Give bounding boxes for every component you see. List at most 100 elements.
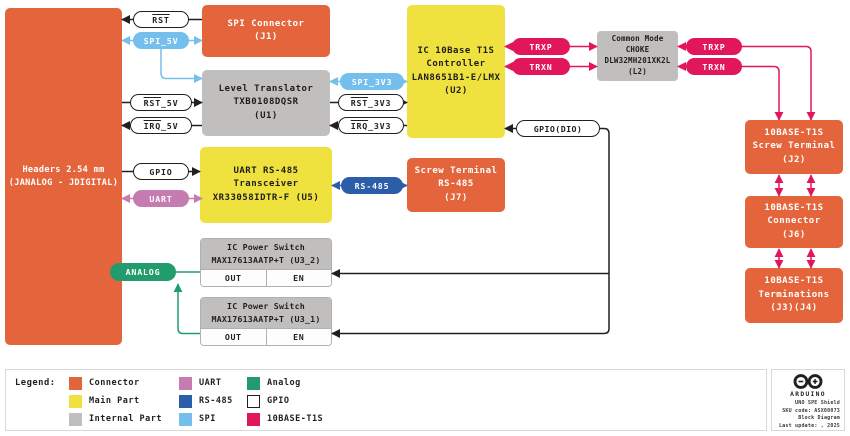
line-trxp-right xyxy=(677,42,816,121)
block-line: Transceiver xyxy=(233,179,299,190)
pill-label: _3V3 xyxy=(368,97,392,108)
block-line: UART RS-485 xyxy=(233,165,299,176)
block-line: 10BASE-T1S xyxy=(764,202,824,213)
block-t1s-terminations-j3-j4: 10BASE-T1S Terminations (J3)(J4) xyxy=(745,268,843,323)
pill-label: TRXN xyxy=(529,61,553,72)
pill-label: _3V3 xyxy=(368,120,392,131)
block-line: LAN8651B1-E/LMX xyxy=(411,72,501,83)
pill-label: ANALOG xyxy=(125,267,161,277)
pill-label: SPI_5V xyxy=(143,35,179,46)
pill-irq-3v3: IRQ_3V3 xyxy=(338,117,404,134)
pill-label: IRQ xyxy=(350,120,369,131)
legend-item-label: UART xyxy=(199,378,222,388)
infobox-line: Block Diagram xyxy=(798,415,840,421)
pin-out: OUT xyxy=(201,327,266,345)
block-line: Common Mode xyxy=(611,34,664,44)
block-line: (J3)(J4) xyxy=(770,303,818,314)
block-line: CHOKE xyxy=(625,45,650,55)
legend-swatch xyxy=(247,394,260,408)
block-line: MAX17613AATP+T (U3_1) xyxy=(211,313,321,324)
pill-spi-5v: SPI_5V xyxy=(133,32,189,49)
legend-item: 10BASE-T1S xyxy=(247,412,323,426)
pill-label: GPIO xyxy=(149,166,173,177)
pill-label: TRXP xyxy=(529,41,553,52)
pill-trxn-left: TRXN xyxy=(512,58,570,75)
arduino-infobox: ARDUINO UNO SPE Shield SKU code: ASX0007… xyxy=(771,369,845,431)
block-line: (J1) xyxy=(254,32,278,42)
block-t1s-screw-terminal-j2: 10BASE-T1S Screw Terminal (J2) xyxy=(745,120,843,174)
infobox-line: UNO SPE Shield xyxy=(795,400,840,406)
pill-label: IRQ xyxy=(143,120,161,131)
legend-swatch xyxy=(247,412,260,426)
pill-rs485: RS-485 xyxy=(341,177,403,194)
pill-label: _5V xyxy=(161,120,179,131)
pill-label: SPI_3V3 xyxy=(351,76,393,87)
block-t1s-controller-u2: IC 10Base T1S Controller LAN8651B1-E/LMX… xyxy=(407,5,505,138)
pill-rst: RST xyxy=(133,11,189,28)
block-line: (L2) xyxy=(628,66,647,76)
legend-item-label: RS-485 xyxy=(199,396,233,406)
block-line: Controller xyxy=(426,59,486,69)
pill-uart: UART xyxy=(133,190,189,207)
block-power-switch-u3-1: IC Power Switch MAX17613AATP+T (U3_1) OU… xyxy=(200,297,332,346)
line-trxn-right xyxy=(677,62,784,121)
legend-item-label: SPI xyxy=(199,414,216,424)
legend-item: UART xyxy=(179,376,247,390)
power-switch-header: IC Power Switch MAX17613AATP+T (U3_1) xyxy=(201,298,331,328)
legend-item-label: Connector xyxy=(89,378,140,388)
pill-trxn-right: TRXN xyxy=(686,58,742,75)
pill-gpio-dio: GPIO(DIO) xyxy=(516,120,600,137)
pill-trxp-right: TRXP xyxy=(686,38,742,55)
pill-label: _5V xyxy=(161,97,179,108)
legend-item: Analog xyxy=(247,376,323,390)
block-power-switch-u3-2: IC Power Switch MAX17613AATP+T (U3_2) OU… xyxy=(200,238,332,287)
pill-label: UART xyxy=(149,193,173,204)
legend-swatch xyxy=(179,376,192,390)
block-line: MAX17613AATP+T (U3_2) xyxy=(211,254,321,265)
pill-rst-5v: RST_5V xyxy=(130,94,192,111)
pill-gpio: GPIO xyxy=(133,163,189,180)
block-line: (U2) xyxy=(444,86,468,96)
block-line: Connector xyxy=(767,216,821,227)
pill-label: TRXP xyxy=(702,41,726,52)
legend-swatch xyxy=(69,394,82,408)
pill-label: RST xyxy=(143,97,161,108)
pill-label: RST xyxy=(152,14,170,25)
legend-item-label: GPIO xyxy=(267,396,290,406)
block-common-mode-choke-l2: Common Mode CHOKE DLW32MH201XK2L (L2) xyxy=(597,31,678,81)
legend-item-label: Internal Part xyxy=(89,414,163,424)
block-line: Screw Terminal xyxy=(752,141,836,152)
pill-label: TRXN xyxy=(702,61,726,72)
block-line: Terminations xyxy=(758,289,830,300)
line-gpio-dio xyxy=(331,124,610,338)
block-line: Headers 2.54 mm xyxy=(22,164,105,175)
power-switch-pins: OUT EN xyxy=(201,327,331,345)
pill-spi-3v3: SPI_3V3 xyxy=(340,73,404,90)
block-line: SPI Connector xyxy=(227,18,305,29)
block-line: XR33058IDTR-F (U5) xyxy=(212,192,320,203)
infobox-line: Last update: , 2025 xyxy=(779,422,840,429)
block-line: (J6) xyxy=(782,229,806,240)
legend-title: Legend: xyxy=(15,378,56,388)
legend-item-label: Main Part xyxy=(89,396,140,406)
block-line: DLW32MH201XK2L xyxy=(604,56,671,65)
pill-label: RST xyxy=(350,97,369,108)
legend-item: GPIO xyxy=(247,394,323,408)
block-line: IC Power Switch xyxy=(227,242,305,252)
block-line: 10BASE-T1S xyxy=(764,127,824,138)
legend-item: SPI xyxy=(179,412,247,426)
block-line: Level Translator xyxy=(218,83,314,94)
pin-en: EN xyxy=(265,327,331,345)
block-line: (J2) xyxy=(782,154,806,165)
line-analog-lower xyxy=(173,283,200,335)
pill-label: RS-485 xyxy=(354,180,390,191)
pill-irq-5v: IRQ_5V xyxy=(130,117,192,134)
legend-item: Main Part xyxy=(69,394,179,408)
pill-trxp-left: TRXP xyxy=(512,38,570,55)
pin-en: EN xyxy=(265,268,331,286)
block-headers: Headers 2.54 mm (JANALOG - JDIGITAL) xyxy=(5,8,122,345)
block-line: TXB0108DQSR xyxy=(233,97,299,108)
